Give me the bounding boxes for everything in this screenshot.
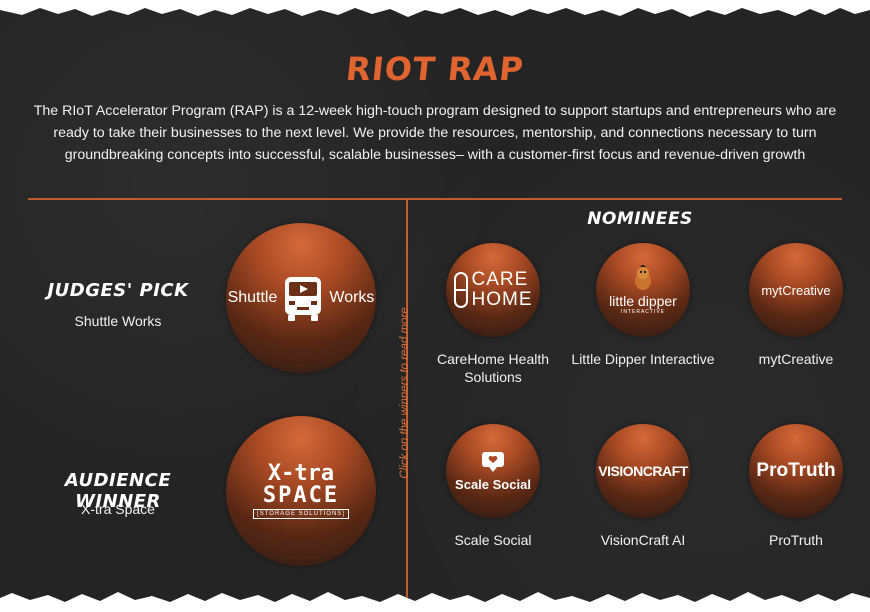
scale-social-logo-button[interactable]: Scale Social bbox=[446, 424, 540, 518]
protruth-logo-button[interactable]: ProTruth bbox=[749, 424, 843, 518]
xtra-space-logo-bottom: [STORAGE SOLUTIONS] bbox=[253, 509, 349, 519]
little-dipper-logo-line2: INTERACTIVE bbox=[620, 309, 666, 315]
speech-heart-icon bbox=[481, 451, 504, 472]
audience-winner-heading: AUDIENCE WINNER bbox=[64, 470, 172, 512]
nominee-name-scale-social: Scale Social bbox=[454, 532, 532, 548]
torn-paper-top-edge bbox=[0, 0, 870, 17]
xtra-space-logo: X-tra SPACE [STORAGE SOLUTIONS] bbox=[253, 463, 349, 519]
nominee-name-little-dipper: Little Dipper Interactive bbox=[571, 351, 715, 367]
van-icon bbox=[285, 277, 322, 321]
carehome-logo-button[interactable]: CARE HOME bbox=[446, 243, 540, 337]
nominee-name-visioncraft: VisionCraft AI bbox=[600, 532, 686, 548]
little-dipper-logo: little dipper INTERACTIVE bbox=[609, 265, 677, 315]
nominee-name-carehome: CareHome Health Solutions bbox=[436, 351, 550, 385]
mytcreative-logo-text: mytCreative bbox=[761, 282, 831, 298]
audience-winner-name: X-tra Space bbox=[81, 501, 155, 517]
xtra-space-logo-mid: SPACE bbox=[262, 483, 340, 508]
nominee-name-protruth: ProTruth bbox=[769, 532, 823, 548]
protruth-logo-text: ProTruth bbox=[756, 460, 836, 481]
shuttle-works-logo: Shuttle Works bbox=[227, 273, 375, 323]
xtra-space-logo-button[interactable]: X-tra SPACE [STORAGE SOLUTIONS] bbox=[226, 416, 376, 566]
carehome-logo-line2: HOME bbox=[471, 289, 533, 310]
scale-social-logo-text: Scale Social bbox=[455, 476, 531, 492]
carehome-logo-line1: CARE bbox=[471, 269, 529, 291]
nominees-heading: NOMINEES bbox=[587, 209, 693, 229]
horizontal-divider bbox=[28, 198, 842, 200]
intro-paragraph: The RIoT Accelerator Program (RAP) is a … bbox=[33, 103, 837, 163]
carehome-mark-icon bbox=[453, 272, 468, 308]
little-dipper-logo-line1: little dipper bbox=[609, 293, 677, 309]
dipper-mascot-icon bbox=[634, 265, 651, 290]
vertical-divider bbox=[406, 200, 408, 598]
torn-paper-bottom-edge bbox=[0, 592, 870, 612]
shuttle-works-logo-left: Shuttle bbox=[227, 289, 278, 306]
visioncraft-logo: VISIONCRAFT bbox=[598, 463, 688, 479]
shuttle-works-logo-button[interactable]: Shuttle Works bbox=[226, 223, 376, 373]
nominee-name-mytcreative: mytCreative bbox=[758, 351, 834, 367]
page-title: RIOT RAP bbox=[344, 50, 526, 88]
little-dipper-logo-button[interactable]: little dipper INTERACTIVE bbox=[596, 243, 690, 337]
judges-pick-heading: JUDGES' PICK bbox=[47, 280, 189, 301]
visioncraft-logo-button[interactable]: VISIONCRAFT bbox=[596, 424, 690, 518]
mytcreative-logo: mytCreative bbox=[761, 283, 830, 298]
click-hint-vertical-text: Click on the winners to read more bbox=[399, 307, 411, 479]
xtra-space-logo-top: X-tra bbox=[267, 461, 335, 486]
scale-social-logo: Scale Social bbox=[455, 451, 531, 492]
shuttle-works-logo-right: Works bbox=[329, 289, 375, 306]
mytcreative-logo-button[interactable]: mytCreative bbox=[749, 243, 843, 337]
carehome-logo: CARE HOME bbox=[453, 269, 533, 310]
judges-pick-name: Shuttle Works bbox=[74, 313, 162, 329]
visioncraft-logo-text: VISIONCRAFT bbox=[598, 463, 688, 479]
protruth-logo: ProTruth bbox=[756, 460, 835, 482]
